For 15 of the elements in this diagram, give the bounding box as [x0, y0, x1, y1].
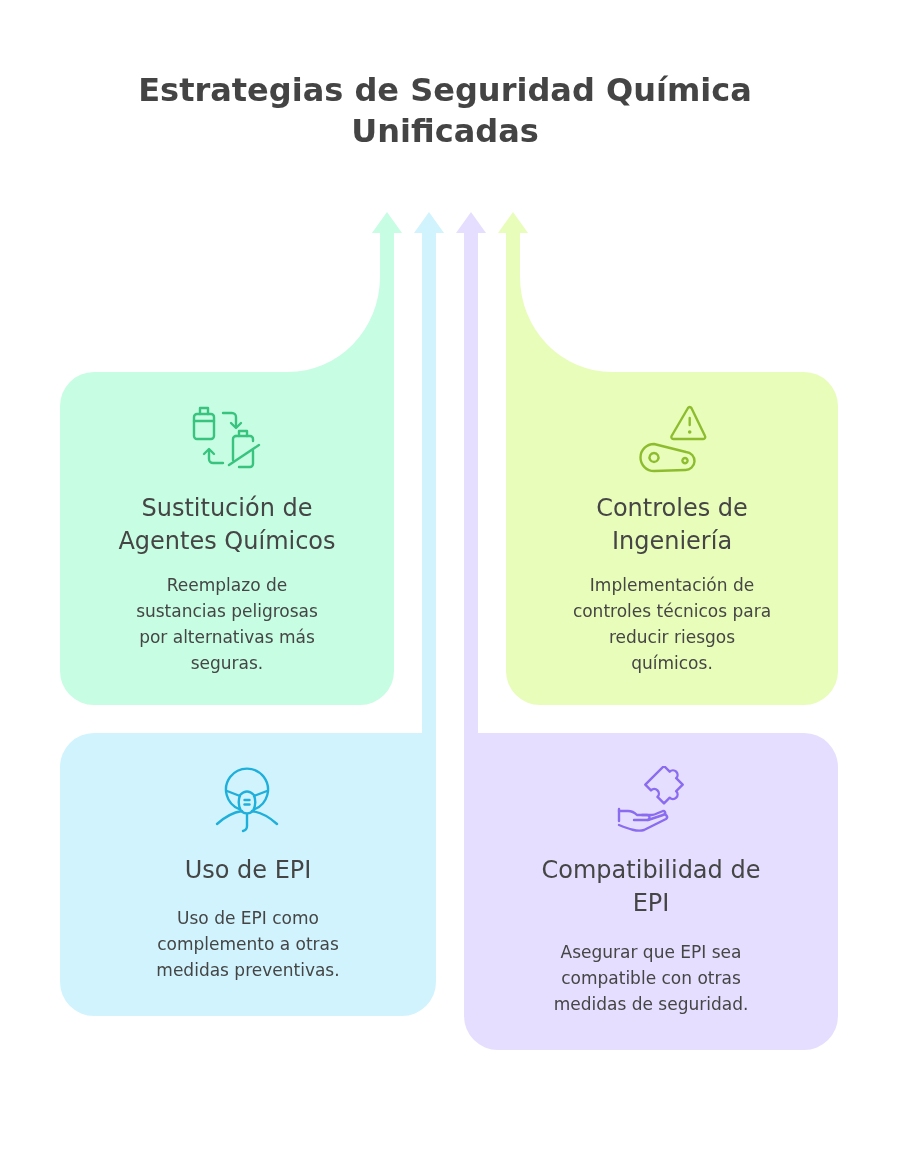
card-description: Implementación de controles técnicos para reducir riesgos químicos.	[571, 574, 773, 675]
strategy-card	[60, 372, 394, 705]
card-heading: Uso de EPI	[183, 855, 313, 886]
strategy-card	[60, 733, 436, 1016]
arrow	[456, 212, 486, 733]
strategy-card	[464, 733, 838, 1050]
card-description: Reemplazo de sustancias peligrosas por alternativas más seguras.	[135, 574, 319, 675]
strategy-card	[506, 372, 838, 705]
card-heading: Sustitución de Agentes Químicos	[117, 493, 337, 557]
arrow	[414, 212, 444, 733]
card-heading: Controles de Ingeniería	[595, 493, 749, 557]
card-heading: Compatibilidad de EPI	[540, 855, 762, 919]
diagram-title: Estrategias de Seguridad Química Unificadas	[137, 70, 753, 152]
card-description: Uso de EPI como complemento a otras medidas preventivas.	[155, 907, 341, 982]
card-description: Asegurar que EPI sea compatible con otras medidas de seguridad.	[552, 941, 750, 1016]
